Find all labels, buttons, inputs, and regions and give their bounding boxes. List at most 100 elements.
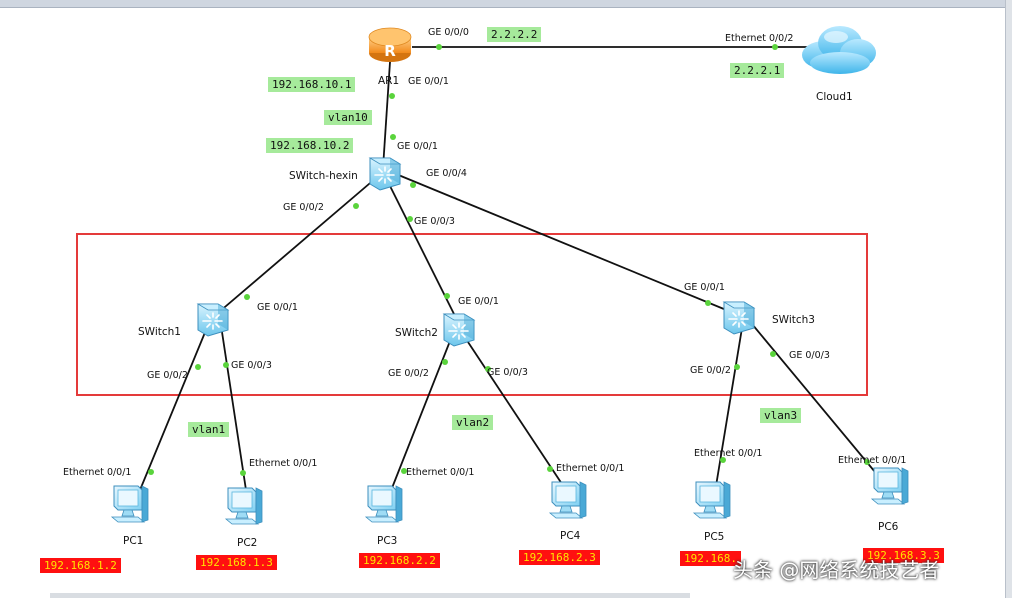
port-dot — [195, 364, 201, 370]
port-label: GE 0/0/0 — [428, 27, 469, 38]
vlan-tag-vlan1: vlan1 — [188, 422, 230, 437]
port-dot — [705, 300, 711, 306]
port-label: Ethernet 0/0/1 — [406, 467, 475, 478]
port-dot — [436, 44, 442, 50]
switch3-name: SWitch3 — [772, 314, 815, 326]
port-dot — [244, 294, 250, 300]
port-label: GE 0/0/1 — [684, 282, 725, 293]
ip-tag-core-lan: 192.168.10.2 — [266, 138, 354, 153]
link-core-switch3 — [395, 173, 737, 315]
port-dot — [353, 203, 359, 209]
router-name: AR1 — [378, 75, 400, 87]
port-label: Ethernet 0/0/1 — [694, 448, 763, 459]
ip-tag-pc4: 192.168.2.3 — [519, 550, 600, 565]
pc6-icon[interactable] — [871, 467, 909, 505]
pc5-name: PC5 — [704, 531, 725, 543]
core-switch-icon[interactable] — [369, 157, 401, 191]
port-label: GE 0/0/1 — [397, 141, 438, 152]
port-dot — [444, 293, 450, 299]
port-label: Ethernet 0/0/1 — [838, 455, 907, 466]
pc3-name: PC3 — [377, 535, 398, 547]
switch2-name: SWitch2 — [395, 327, 438, 339]
port-dot — [547, 466, 553, 472]
port-label: GE 0/0/3 — [789, 350, 830, 361]
port-dot — [734, 364, 740, 370]
horizontal-scrollbar[interactable] — [50, 593, 690, 598]
link-core-switch2 — [387, 181, 459, 323]
pc1-icon[interactable] — [111, 485, 149, 523]
link-switch1-pc1 — [139, 329, 207, 491]
port-indicators — [148, 44, 870, 476]
link-switch2-pc4 — [463, 335, 563, 485]
ip-tag-ar1-wan: 2.2.2.2 — [487, 27, 542, 42]
pc6-name: PC6 — [878, 521, 899, 533]
port-label: Ethernet 0/0/2 — [725, 33, 794, 44]
port-dot — [389, 93, 395, 99]
port-label: Ethernet 0/0/1 — [249, 458, 318, 469]
link-switch1-pc2 — [221, 331, 247, 491]
svg-text:R: R — [384, 42, 396, 60]
port-dot — [223, 362, 229, 368]
pc4-name: PC4 — [560, 530, 581, 542]
pc5-icon[interactable] — [693, 481, 731, 519]
links — [139, 46, 881, 491]
router-icon[interactable]: R — [368, 27, 412, 62]
port-label: GE 0/0/1 — [257, 302, 298, 313]
vlan-tag-vlan2: vlan2 — [452, 415, 494, 430]
port-label: GE 0/0/3 — [231, 360, 272, 371]
pc4-icon[interactable] — [549, 481, 587, 519]
ip-tag-pc3: 192.168.2.2 — [359, 553, 440, 568]
port-dot — [407, 216, 413, 222]
pc2-name: PC2 — [237, 537, 258, 549]
port-label: GE 0/0/3 — [487, 367, 528, 378]
port-dot — [240, 470, 246, 476]
vertical-scrollbar[interactable] — [1005, 0, 1012, 598]
ip-tag-pc1: 192.168.1.2 — [40, 558, 121, 573]
port-dot — [770, 351, 776, 357]
port-dot — [401, 468, 407, 474]
port-dot — [442, 359, 448, 365]
port-dot — [485, 366, 491, 372]
cloud-name: Cloud1 — [816, 91, 853, 103]
switch1-icon[interactable] — [197, 303, 229, 337]
port-dot — [410, 182, 416, 188]
switch2-icon[interactable] — [443, 313, 475, 347]
pc2-icon[interactable] — [225, 487, 263, 525]
window-top-edge — [0, 0, 1012, 8]
port-dot — [720, 457, 726, 463]
port-label: GE 0/0/1 — [458, 296, 499, 307]
core-switch-name: SWitch-hexin — [289, 170, 358, 182]
cloud-icon[interactable] — [802, 26, 876, 74]
ip-tag-ar1-lan: 192.168.10.1 — [268, 77, 356, 92]
port-dot — [772, 44, 778, 50]
link-ar1-core — [382, 61, 391, 169]
port-label: GE 0/0/1 — [408, 76, 449, 87]
port-label: GE 0/0/3 — [414, 216, 455, 227]
port-label: GE 0/0/2 — [283, 202, 324, 213]
ip-tag-cloud: 2.2.2.1 — [730, 63, 785, 78]
pc1-name: PC1 — [123, 535, 144, 547]
switch1-name: SWitch1 — [138, 326, 181, 338]
port-dot — [390, 134, 396, 140]
link-switch2-pc3 — [391, 335, 453, 489]
vlan-tag-uplink: vlan10 — [324, 110, 372, 125]
pc3-icon[interactable] — [365, 485, 403, 523]
highlight-box — [76, 233, 868, 396]
port-label: Ethernet 0/0/1 — [63, 467, 132, 478]
watermark: 头条 @网络系统技艺者 — [733, 558, 940, 582]
port-dot — [148, 469, 154, 475]
port-label: GE 0/0/2 — [388, 368, 429, 379]
port-dot — [864, 459, 870, 465]
link-switch3-pc5 — [715, 327, 743, 487]
port-label: Ethernet 0/0/1 — [556, 463, 625, 474]
link-core-switch1 — [211, 177, 377, 319]
ip-tag-pc2: 192.168.1.3 — [196, 555, 277, 570]
vlan-tag-vlan3: vlan3 — [760, 408, 802, 423]
port-label: GE 0/0/2 — [147, 370, 188, 381]
switch3-icon[interactable] — [723, 301, 755, 335]
ip-tag-pc6: 192.168.3.3 — [863, 548, 944, 563]
link-switch3-pc6 — [751, 323, 881, 479]
port-label: GE 0/0/4 — [426, 168, 467, 179]
